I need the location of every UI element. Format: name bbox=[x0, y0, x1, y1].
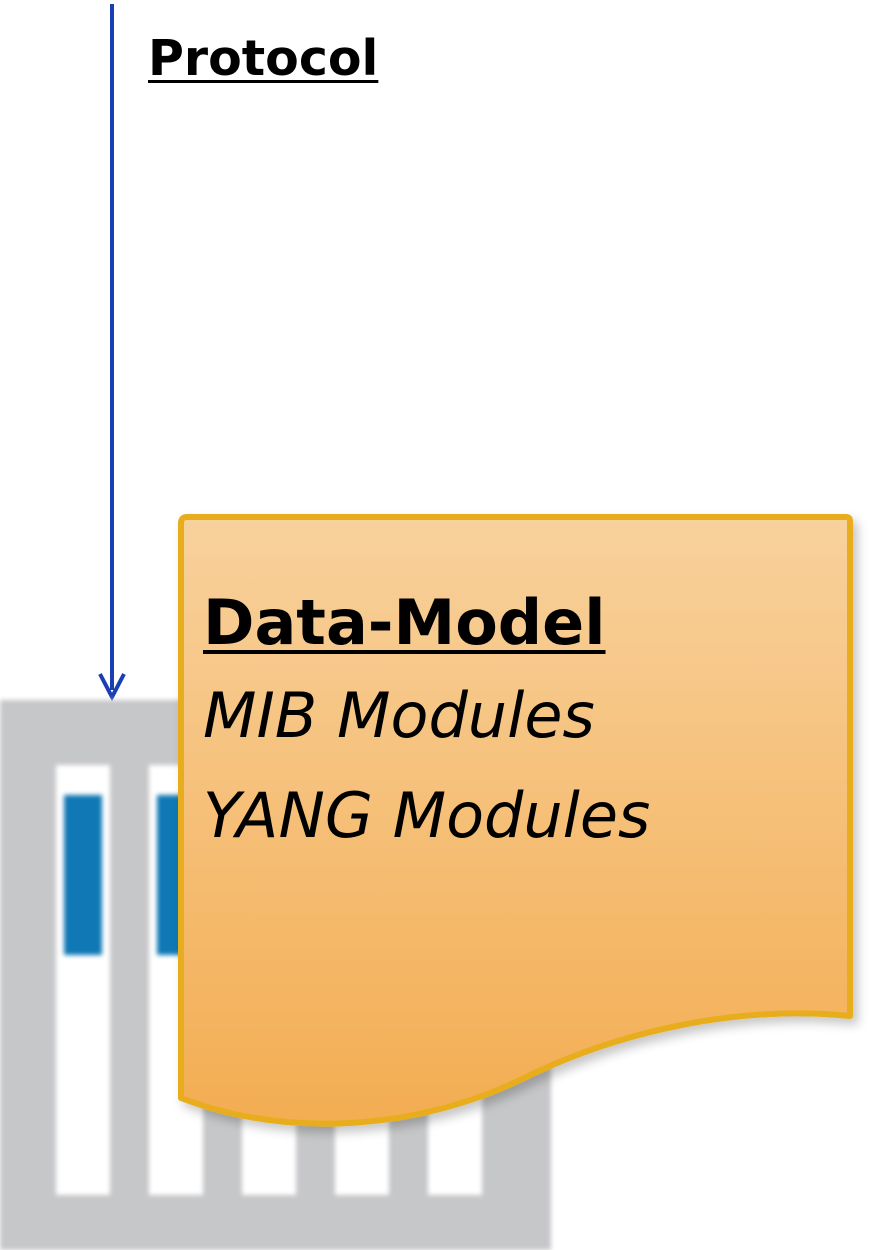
yang-modules-line: YANG Modules bbox=[203, 779, 651, 852]
data-model-title: Data-Model bbox=[203, 586, 606, 659]
protocol-label: Protocol bbox=[148, 30, 379, 87]
device-slot bbox=[56, 765, 110, 1195]
data-model-text: Data-Model MIB Modules YANG Modules bbox=[203, 580, 843, 866]
slot-led bbox=[64, 795, 102, 955]
mib-modules-line: MIB Modules bbox=[203, 679, 595, 752]
